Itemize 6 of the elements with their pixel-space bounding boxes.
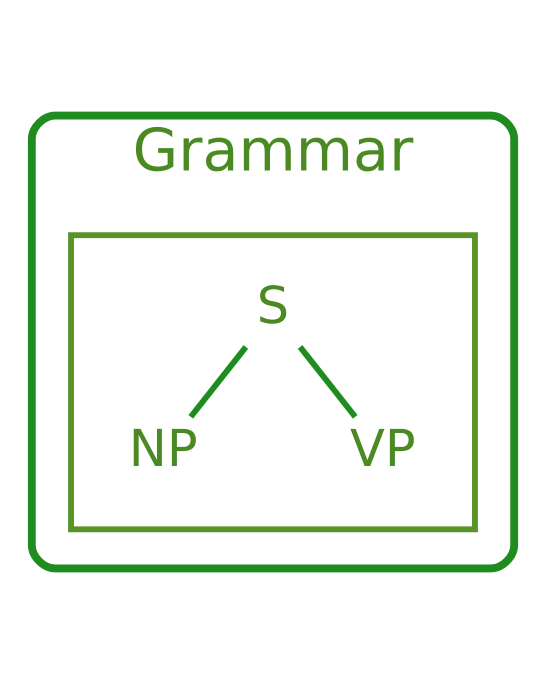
connector <box>298 344 358 418</box>
node-text: NP <box>128 420 198 479</box>
node-text: VP <box>350 420 416 479</box>
connector <box>188 344 248 418</box>
cluster <box>68 232 478 532</box>
node-text: S <box>256 276 290 336</box>
